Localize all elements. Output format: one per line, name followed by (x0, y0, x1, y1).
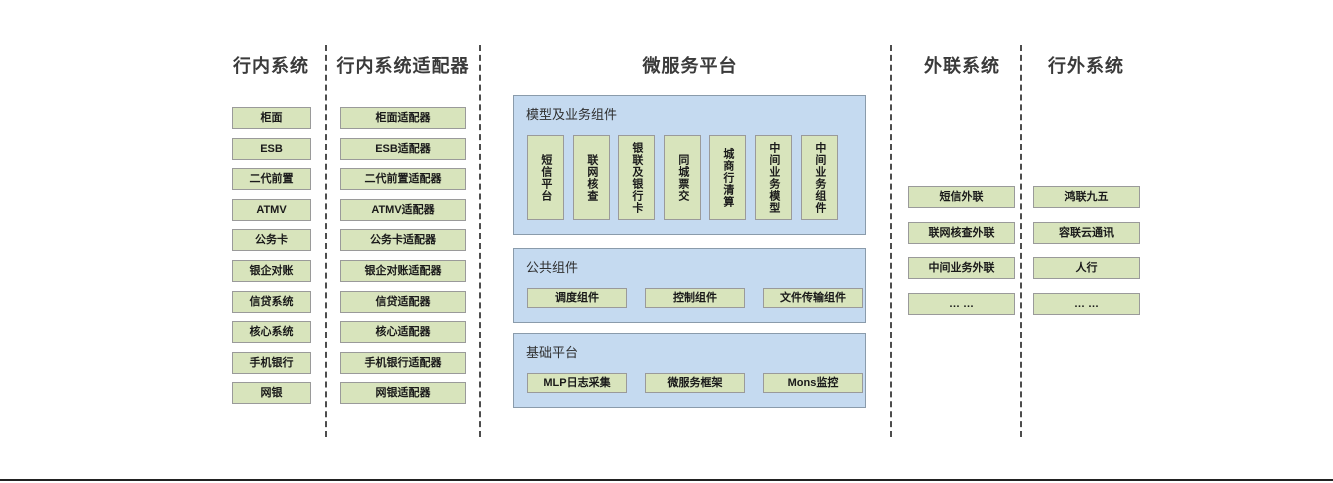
node-model-business-components-0[interactable]: 短信平台 (527, 135, 564, 220)
node-public-components-1[interactable]: 控制组件 (645, 288, 745, 308)
panel-title-public-components: 公共组件 (526, 260, 579, 275)
node-base-platform-0[interactable]: MLP日志采集 (527, 373, 627, 393)
node-external-link-system-2[interactable]: 中间业务外联 (908, 257, 1015, 279)
node-in-bank-system-4[interactable]: 公务卡 (232, 229, 311, 251)
node-out-bank-system-1[interactable]: 容联云通讯 (1033, 222, 1140, 244)
node-in-bank-system-0[interactable]: 柜面 (232, 107, 311, 129)
column-header-in-bank-adapter: 行内系统适配器 (336, 56, 470, 76)
node-in-bank-adapter-5[interactable]: 银企对账适配器 (340, 260, 466, 282)
node-in-bank-system-7[interactable]: 核心系统 (232, 321, 311, 343)
column-divider-1 (325, 45, 327, 437)
column-header-microservice-platform: 微服务平台 (642, 56, 738, 76)
node-external-link-system-0[interactable]: 短信外联 (908, 186, 1015, 208)
node-model-business-components-2[interactable]: 银联及银行卡 (618, 135, 655, 220)
node-model-business-components-4[interactable]: 城商行清算 (709, 135, 746, 220)
node-in-bank-system-9[interactable]: 网银 (232, 382, 311, 404)
node-public-components-0[interactable]: 调度组件 (527, 288, 627, 308)
node-in-bank-system-6[interactable]: 信贷系统 (232, 291, 311, 313)
node-in-bank-adapter-9[interactable]: 网银适配器 (340, 382, 466, 404)
node-model-business-components-3[interactable]: 同城票交 (664, 135, 701, 220)
node-in-bank-adapter-6[interactable]: 信贷适配器 (340, 291, 466, 313)
node-base-platform-2[interactable]: Mons监控 (763, 373, 863, 393)
node-in-bank-adapter-0[interactable]: 柜面适配器 (340, 107, 466, 129)
node-out-bank-system-0[interactable]: 鸿联九五 (1033, 186, 1140, 208)
node-model-business-components-5[interactable]: 中间业务模型 (755, 135, 792, 220)
panel-base-platform: 基础平台 (513, 333, 866, 408)
node-in-bank-adapter-4[interactable]: 公务卡适配器 (340, 229, 466, 251)
node-model-business-components-1[interactable]: 联网核查 (573, 135, 610, 220)
node-in-bank-system-3[interactable]: ATMV (232, 199, 311, 221)
node-in-bank-system-2[interactable]: 二代前置 (232, 168, 311, 190)
column-divider-2 (479, 45, 481, 437)
bottom-rule (0, 479, 1333, 481)
node-in-bank-adapter-2[interactable]: 二代前置适配器 (340, 168, 466, 190)
node-external-link-system-3[interactable]: … … (908, 293, 1015, 315)
node-public-components-2[interactable]: 文件传输组件 (763, 288, 863, 308)
node-in-bank-system-8[interactable]: 手机银行 (232, 352, 311, 374)
node-in-bank-system-5[interactable]: 银企对账 (232, 260, 311, 282)
node-in-bank-system-1[interactable]: ESB (232, 138, 311, 160)
column-header-in-bank-system: 行内系统 (233, 56, 309, 76)
column-header-external-link-system: 外联系统 (924, 56, 1000, 76)
node-in-bank-adapter-7[interactable]: 核心适配器 (340, 321, 466, 343)
node-base-platform-1[interactable]: 微服务框架 (645, 373, 745, 393)
node-out-bank-system-3[interactable]: … … (1033, 293, 1140, 315)
column-header-out-bank-system: 行外系统 (1048, 56, 1124, 76)
panel-public-components: 公共组件 (513, 248, 866, 323)
panel-title-base-platform: 基础平台 (526, 345, 579, 360)
panel-title-model-business-components: 模型及业务组件 (526, 107, 618, 122)
node-out-bank-system-2[interactable]: 人行 (1033, 257, 1140, 279)
node-in-bank-adapter-8[interactable]: 手机银行适配器 (340, 352, 466, 374)
node-external-link-system-1[interactable]: 联网核查外联 (908, 222, 1015, 244)
column-divider-4 (1020, 45, 1022, 437)
node-in-bank-adapter-3[interactable]: ATMV适配器 (340, 199, 466, 221)
node-model-business-components-6[interactable]: 中间业务组件 (801, 135, 838, 220)
column-divider-3 (890, 45, 892, 437)
node-in-bank-adapter-1[interactable]: ESB适配器 (340, 138, 466, 160)
